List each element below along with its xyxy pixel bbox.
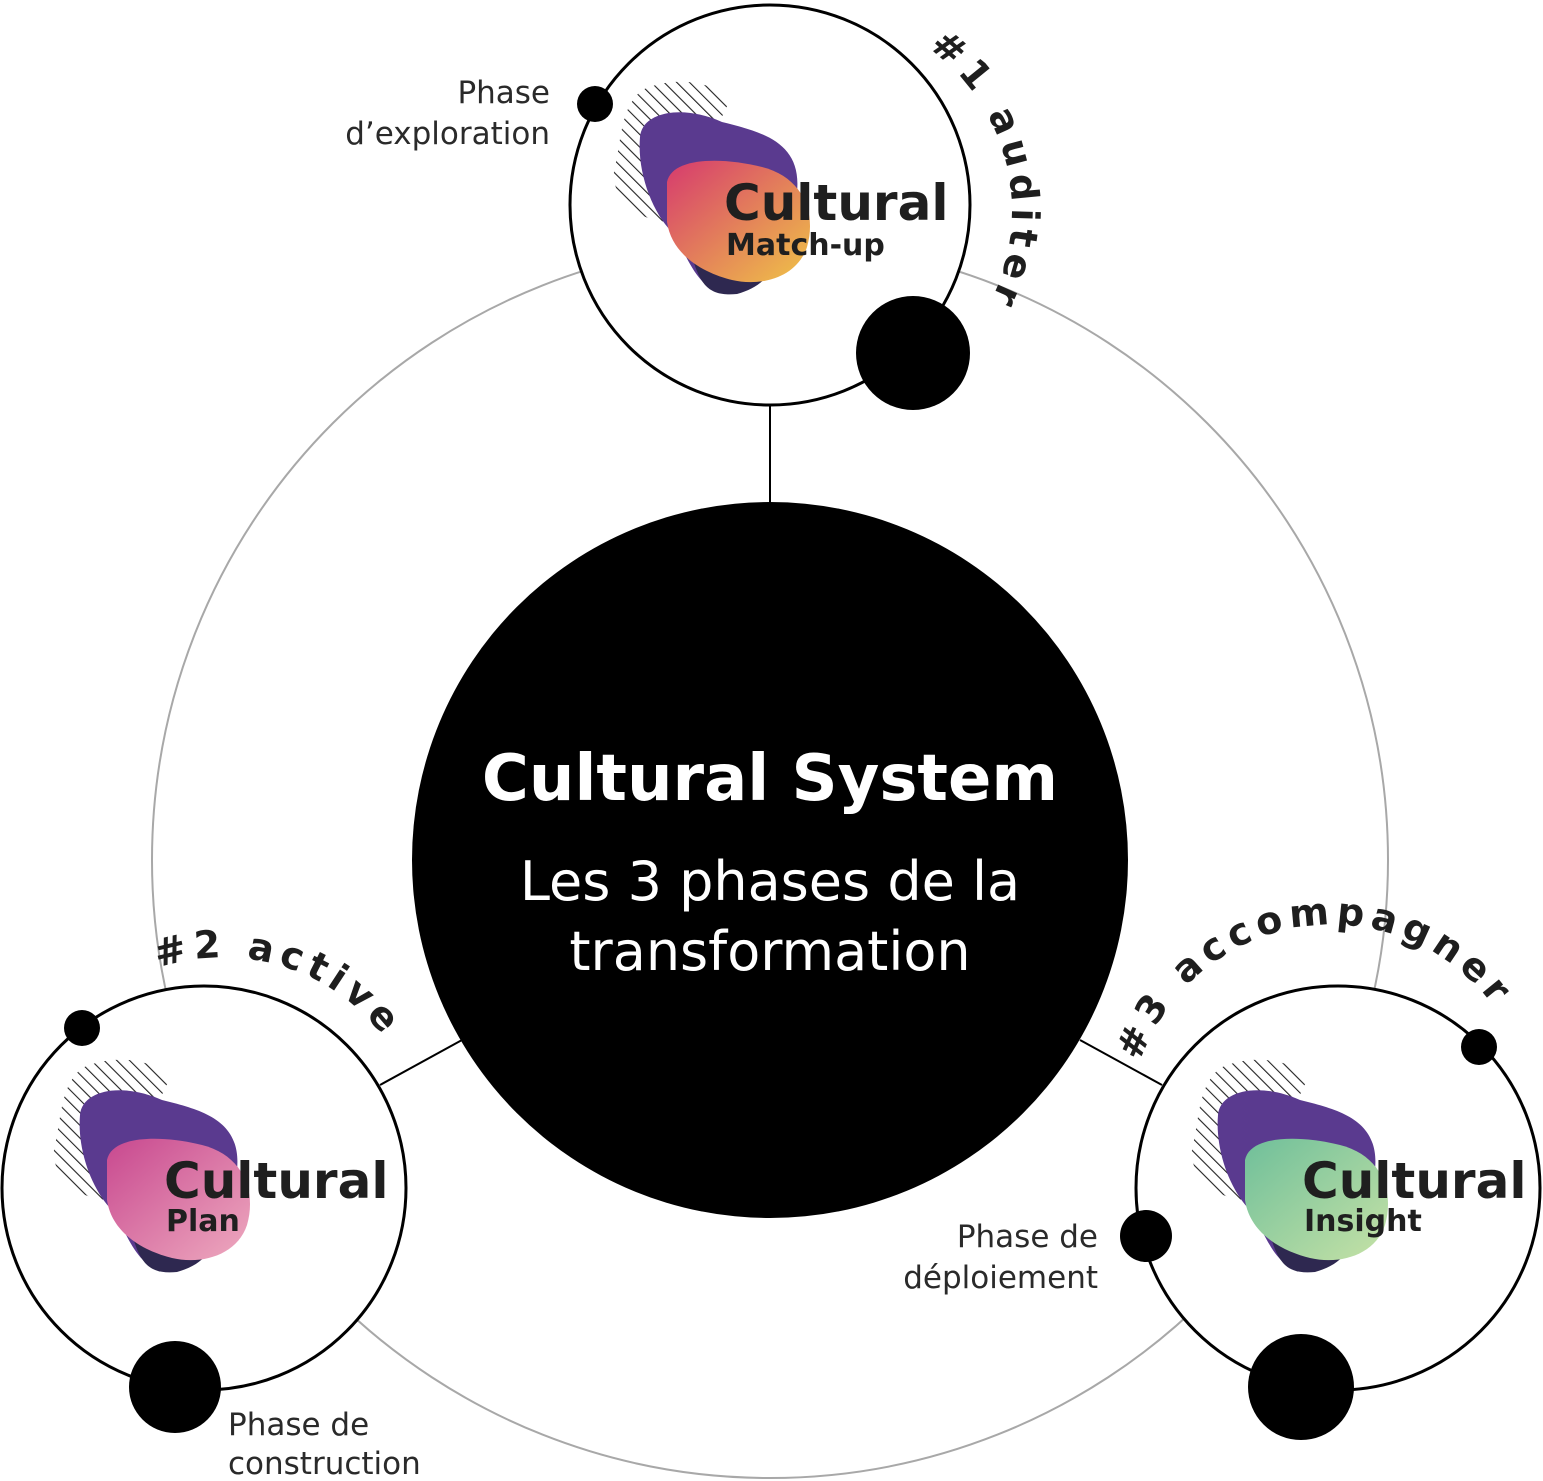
logo-sub-text: Plan <box>166 1204 240 1239</box>
phase-label-line1: Phase de <box>228 1407 369 1443</box>
phase-label-line2: d’exploration <box>345 116 550 152</box>
large-dot <box>1248 1334 1354 1440</box>
logo-sub-text: Insight <box>1304 1204 1422 1239</box>
logo-plan: Cultural Plan <box>53 1059 388 1273</box>
center-subtitle-line1: Les 3 phases de la <box>520 850 1020 913</box>
logo-main-text: Cultural <box>1302 1152 1526 1210</box>
medium-dot <box>1120 1210 1172 1262</box>
connector-left <box>379 1039 463 1086</box>
center-hub: Cultural System Les 3 phases de la trans… <box>412 502 1128 1218</box>
small-dot <box>1461 1029 1497 1065</box>
connector-right <box>1079 1039 1163 1086</box>
small-dot <box>64 1010 100 1046</box>
small-dot <box>577 86 613 122</box>
logo-match-up: Cultural Match-up <box>613 81 948 295</box>
large-dot <box>129 1341 221 1433</box>
center-title: Cultural System <box>482 742 1058 816</box>
phase-label-line1: Phase <box>457 75 550 111</box>
phase-label-line1: Phase de <box>957 1219 1098 1255</box>
phase-label-line2: déploiement <box>903 1260 1098 1296</box>
large-dot <box>856 296 970 410</box>
logo-main-text: Cultural <box>164 1152 388 1210</box>
logo-sub-text: Match-up <box>726 228 885 263</box>
center-subtitle-line2: transformation <box>569 920 970 983</box>
logo-main-text: Cultural <box>724 174 948 232</box>
node-ring <box>568 3 972 407</box>
step-label-activer: #2 activer <box>0 0 413 1045</box>
phase-label-line2: construction <box>228 1446 421 1481</box>
logo-insight: Cultural Insight <box>1191 1059 1526 1273</box>
